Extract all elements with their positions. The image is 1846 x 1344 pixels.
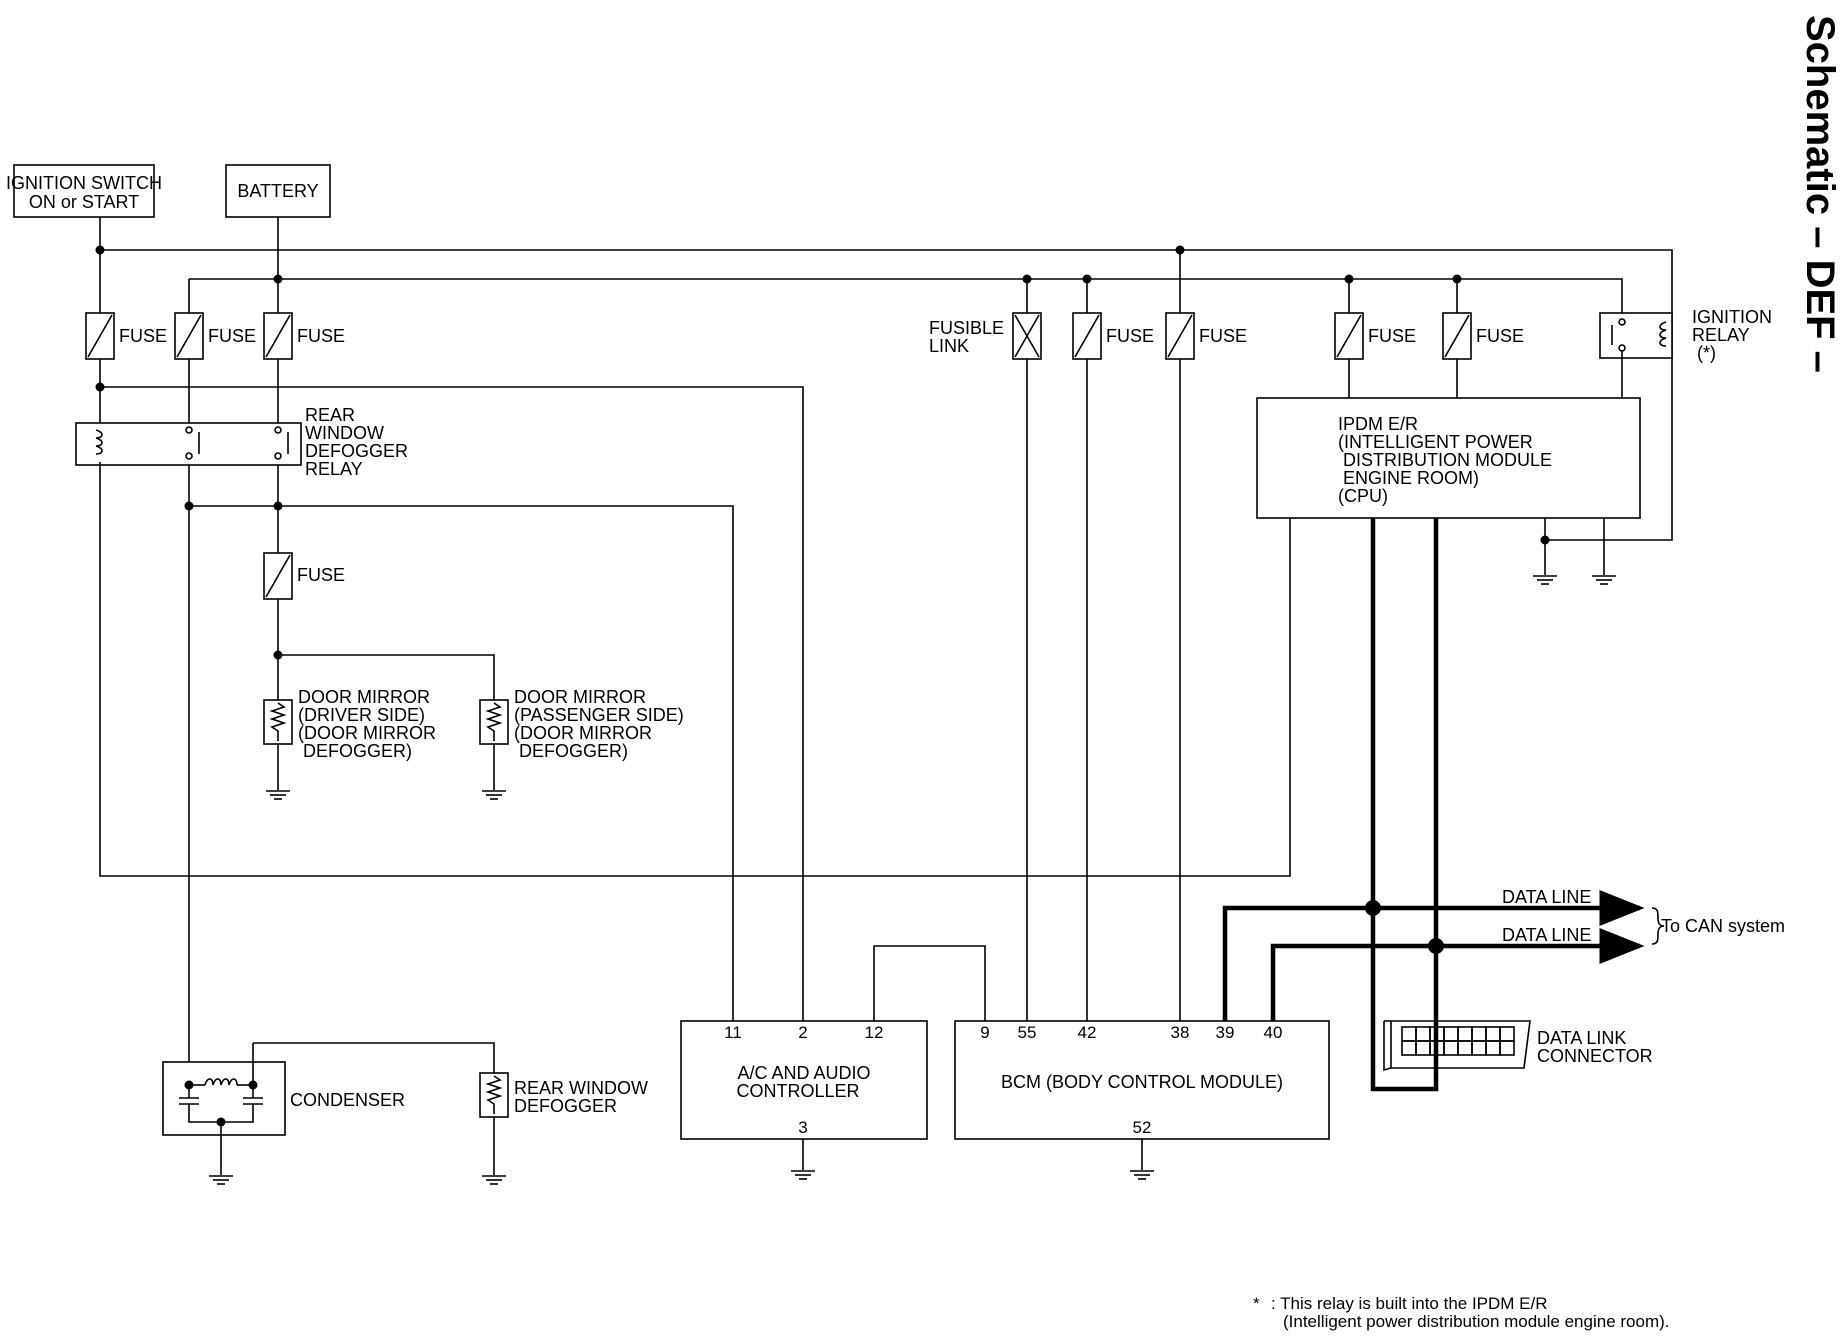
- fuse-3: FUSE: [263, 279, 345, 423]
- svg-text:LINK: LINK: [929, 336, 969, 356]
- svg-text:FUSIBLE: FUSIBLE: [929, 318, 1004, 338]
- fusible-link: FUSIBLE LINK: [929, 279, 1042, 1021]
- svg-text:IGNITION SWITCH: IGNITION SWITCH: [6, 173, 162, 193]
- can-data-lines: DATA LINE DATA LINE To CAN system: [1222, 518, 1785, 1092]
- ac-audio-controller: 11 2 12 A/C AND AUDIO CONTROLLER 3: [680, 1020, 928, 1180]
- svg-text:(DRIVER SIDE): (DRIVER SIDE): [298, 705, 425, 725]
- svg-text:38: 38: [1171, 1023, 1190, 1042]
- svg-text:FUSE: FUSE: [1199, 326, 1247, 346]
- svg-text:42: 42: [1078, 1023, 1097, 1042]
- svg-text:WINDOW: WINDOW: [305, 423, 384, 443]
- svg-text:CONDENSER: CONDENSER: [290, 1090, 405, 1110]
- svg-text:To CAN system: To CAN system: [1661, 916, 1785, 936]
- data-link-connector: DATA LINK CONNECTOR: [1383, 1020, 1653, 1072]
- svg-text:BCM (BODY CONTROL MODULE): BCM (BODY CONTROL MODULE): [1001, 1072, 1283, 1092]
- svg-text:DEFOGGER: DEFOGGER: [305, 441, 408, 461]
- svg-text:ENGINE ROOM): ENGINE ROOM): [1343, 468, 1479, 488]
- svg-text:IPDM E/R: IPDM E/R: [1338, 414, 1418, 434]
- svg-text:REAR: REAR: [305, 405, 355, 425]
- condenser: CONDENSER: [162, 1042, 495, 1185]
- svg-text:(DOOR MIRROR: (DOOR MIRROR: [514, 723, 652, 743]
- svg-text:DEFOGGER: DEFOGGER: [514, 1096, 617, 1116]
- svg-text:12: 12: [865, 1023, 884, 1042]
- ignition-switch-box: IGNITION SWITCH ON or START: [6, 164, 162, 218]
- svg-text:IGNITION: IGNITION: [1692, 307, 1772, 327]
- ipdm-output-wire: [99, 462, 1291, 877]
- ign-to-ac-wire: [100, 386, 804, 1021]
- svg-text:39: 39: [1216, 1023, 1235, 1042]
- fuse-mirror: FUSE: [263, 552, 495, 700]
- svg-text:DATA LINE: DATA LINE: [1502, 925, 1591, 945]
- footnote: * : This relay is built into the IPDM E/…: [1253, 1294, 1669, 1331]
- fuse-2: FUSE: [174, 279, 256, 423]
- svg-text:9: 9: [980, 1023, 989, 1042]
- svg-text:(DOOR MIRROR: (DOOR MIRROR: [298, 723, 436, 743]
- svg-text:(INTELLIGENT POWER: (INTELLIGENT POWER: [1338, 432, 1533, 452]
- svg-text:52: 52: [1133, 1118, 1152, 1137]
- svg-text:CONTROLLER: CONTROLLER: [736, 1081, 859, 1101]
- ac-bcm-link-wire: [873, 945, 986, 1021]
- svg-text:FUSE: FUSE: [1106, 326, 1154, 346]
- svg-text:DEFOGGER): DEFOGGER): [519, 741, 628, 761]
- door-mirror-driver: DOOR MIRROR (DRIVER SIDE) (DOOR MIRROR D…: [263, 687, 436, 800]
- fuse-5: FUSE: [1165, 250, 1247, 1021]
- svg-text:A/C AND AUDIO: A/C AND AUDIO: [737, 1063, 870, 1083]
- rear-window-defogger: REAR WINDOW DEFOGGER: [479, 1072, 648, 1185]
- battery-bus: [189, 217, 1623, 322]
- fuse-4: FUSE: [1072, 279, 1154, 1021]
- page-title: Schematic – DEF –: [1798, 15, 1842, 373]
- svg-text:ON or START: ON or START: [29, 192, 139, 212]
- svg-text:(CPU): (CPU): [1338, 486, 1388, 506]
- ignition-relay: IGNITION RELAY (*): [1599, 307, 1772, 398]
- svg-text:DEFOGGER): DEFOGGER): [303, 741, 412, 761]
- door-mirror-passenger: DOOR MIRROR (PASSENGER SIDE) (DOOR MIRRO…: [479, 687, 684, 800]
- fuse-7: FUSE: [1442, 279, 1524, 398]
- svg-text:(Intelligent power distributio: (Intelligent power distribution module e…: [1283, 1312, 1669, 1331]
- svg-text:11: 11: [724, 1023, 742, 1042]
- battery-box: BATTERY: [225, 164, 331, 218]
- svg-text:DATA LINE: DATA LINE: [1502, 887, 1591, 907]
- svg-text:: This relay is built into the: : This relay is built into the IPDM E/R: [1271, 1294, 1548, 1313]
- svg-text:FUSE: FUSE: [1476, 326, 1524, 346]
- svg-text:(*): (*): [1697, 343, 1716, 363]
- ipdm-module: IPDM E/R (INTELLIGENT POWER DISTRIBUTION…: [1256, 397, 1641, 519]
- svg-text:FUSE: FUSE: [297, 565, 345, 585]
- svg-text:DOOR MIRROR: DOOR MIRROR: [298, 687, 430, 707]
- junction-dots: [95, 245, 1550, 1127]
- rear-window-defogger-relay: REAR WINDOW DEFOGGER RELAY: [75, 387, 408, 479]
- svg-text:40: 40: [1264, 1023, 1283, 1042]
- svg-text:FUSE: FUSE: [208, 326, 256, 346]
- fuse-1: FUSE: [85, 250, 167, 387]
- svg-text:FUSE: FUSE: [297, 326, 345, 346]
- svg-text:(PASSENGER SIDE): (PASSENGER SIDE): [514, 705, 684, 725]
- svg-text:DOOR MIRROR: DOOR MIRROR: [514, 687, 646, 707]
- svg-text:DATA LINK: DATA LINK: [1537, 1028, 1626, 1048]
- svg-text:BATTERY: BATTERY: [237, 181, 318, 201]
- bcm-module: 9 55 42 38 39 40 BCM (BODY CONTROL MODUL…: [954, 1020, 1330, 1180]
- ignition-bus: [99, 217, 1673, 541]
- svg-text:FUSE: FUSE: [119, 326, 167, 346]
- svg-text:REAR WINDOW: REAR WINDOW: [514, 1078, 648, 1098]
- svg-text:RELAY: RELAY: [1692, 325, 1750, 345]
- svg-text:3: 3: [798, 1118, 807, 1137]
- svg-text:55: 55: [1018, 1023, 1037, 1042]
- svg-text:2: 2: [798, 1023, 807, 1042]
- svg-text:DISTRIBUTION MODULE: DISTRIBUTION MODULE: [1343, 450, 1552, 470]
- ipdm-grounds: [1533, 518, 1616, 585]
- svg-text:CONNECTOR: CONNECTOR: [1537, 1046, 1653, 1066]
- fuse-6: FUSE: [1334, 279, 1416, 398]
- svg-text:FUSE: FUSE: [1368, 326, 1416, 346]
- svg-text:*: *: [1253, 1294, 1260, 1313]
- svg-text:RELAY: RELAY: [305, 459, 363, 479]
